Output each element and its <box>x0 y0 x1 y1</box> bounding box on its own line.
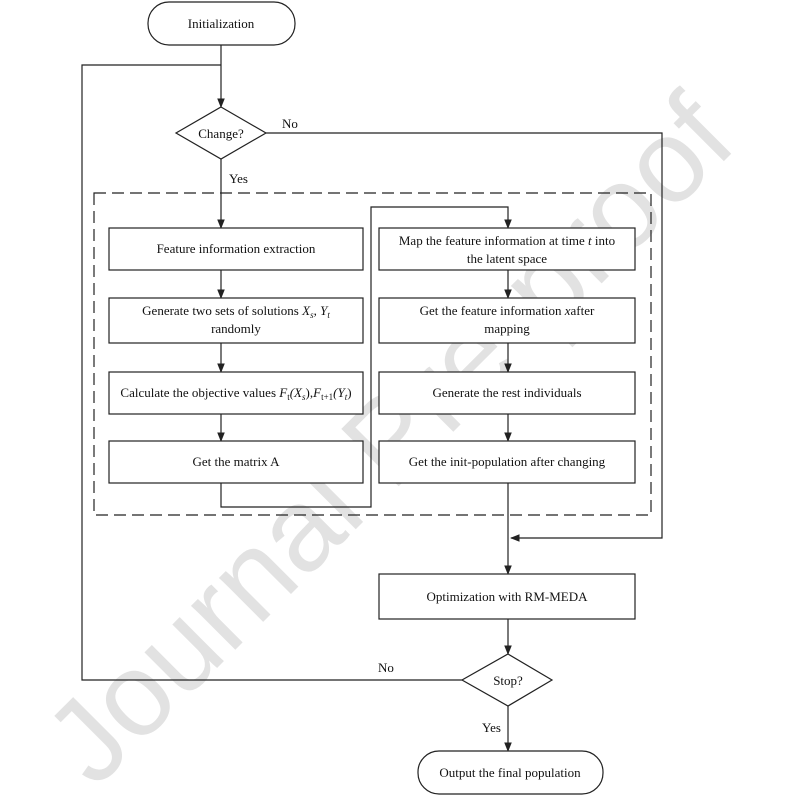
calc-label: Calculate the objective values Ft(Xs),Ft… <box>120 385 351 402</box>
stop-no-label: No <box>378 660 394 675</box>
generate-box <box>108 297 364 344</box>
init-pop-box <box>378 440 636 484</box>
feature-extraction-label: Feature information extraction <box>157 241 316 256</box>
map-box <box>378 227 636 271</box>
get-feature-box <box>378 297 636 344</box>
stop-yes-label: Yes <box>482 720 501 735</box>
change-yes-label: Yes <box>229 171 248 186</box>
watermark: Journal Pre-proof <box>20 70 758 805</box>
output-label: Output the final population <box>439 765 581 780</box>
edge-matrix-map <box>220 206 512 508</box>
map-label-line1: Map the feature information at time t in… <box>399 233 615 248</box>
calc-box <box>108 371 364 415</box>
rest-box <box>378 371 636 415</box>
get-feature-label-line1: Get the feature information xafter <box>420 303 595 318</box>
stop-label: Stop? <box>493 673 523 688</box>
dashed-group-box <box>93 192 652 516</box>
edge-change-no <box>266 132 663 542</box>
edge-stop-no-loop <box>81 64 462 681</box>
map-label-line2: the latent space <box>467 251 547 266</box>
feature-extraction-box <box>108 227 364 271</box>
optimization-label: Optimization with RM-MEDA <box>426 589 588 604</box>
generate-label-line1: Generate two sets of solutions Xs, Yt <box>142 303 330 320</box>
get-feature-label-line2: mapping <box>484 321 530 336</box>
output-terminator <box>417 750 604 795</box>
init-label: Initialization <box>188 16 255 31</box>
generate-label-line2: randomly <box>211 321 261 336</box>
optimization-box <box>378 573 636 620</box>
init-pop-label: Get the init-population after changing <box>409 454 606 469</box>
change-label: Change? <box>198 126 244 141</box>
rest-label: Generate the rest individuals <box>432 385 581 400</box>
matrix-box <box>108 440 364 484</box>
change-no-label: No <box>282 116 298 131</box>
matrix-label: Get the matrix A <box>192 454 280 469</box>
